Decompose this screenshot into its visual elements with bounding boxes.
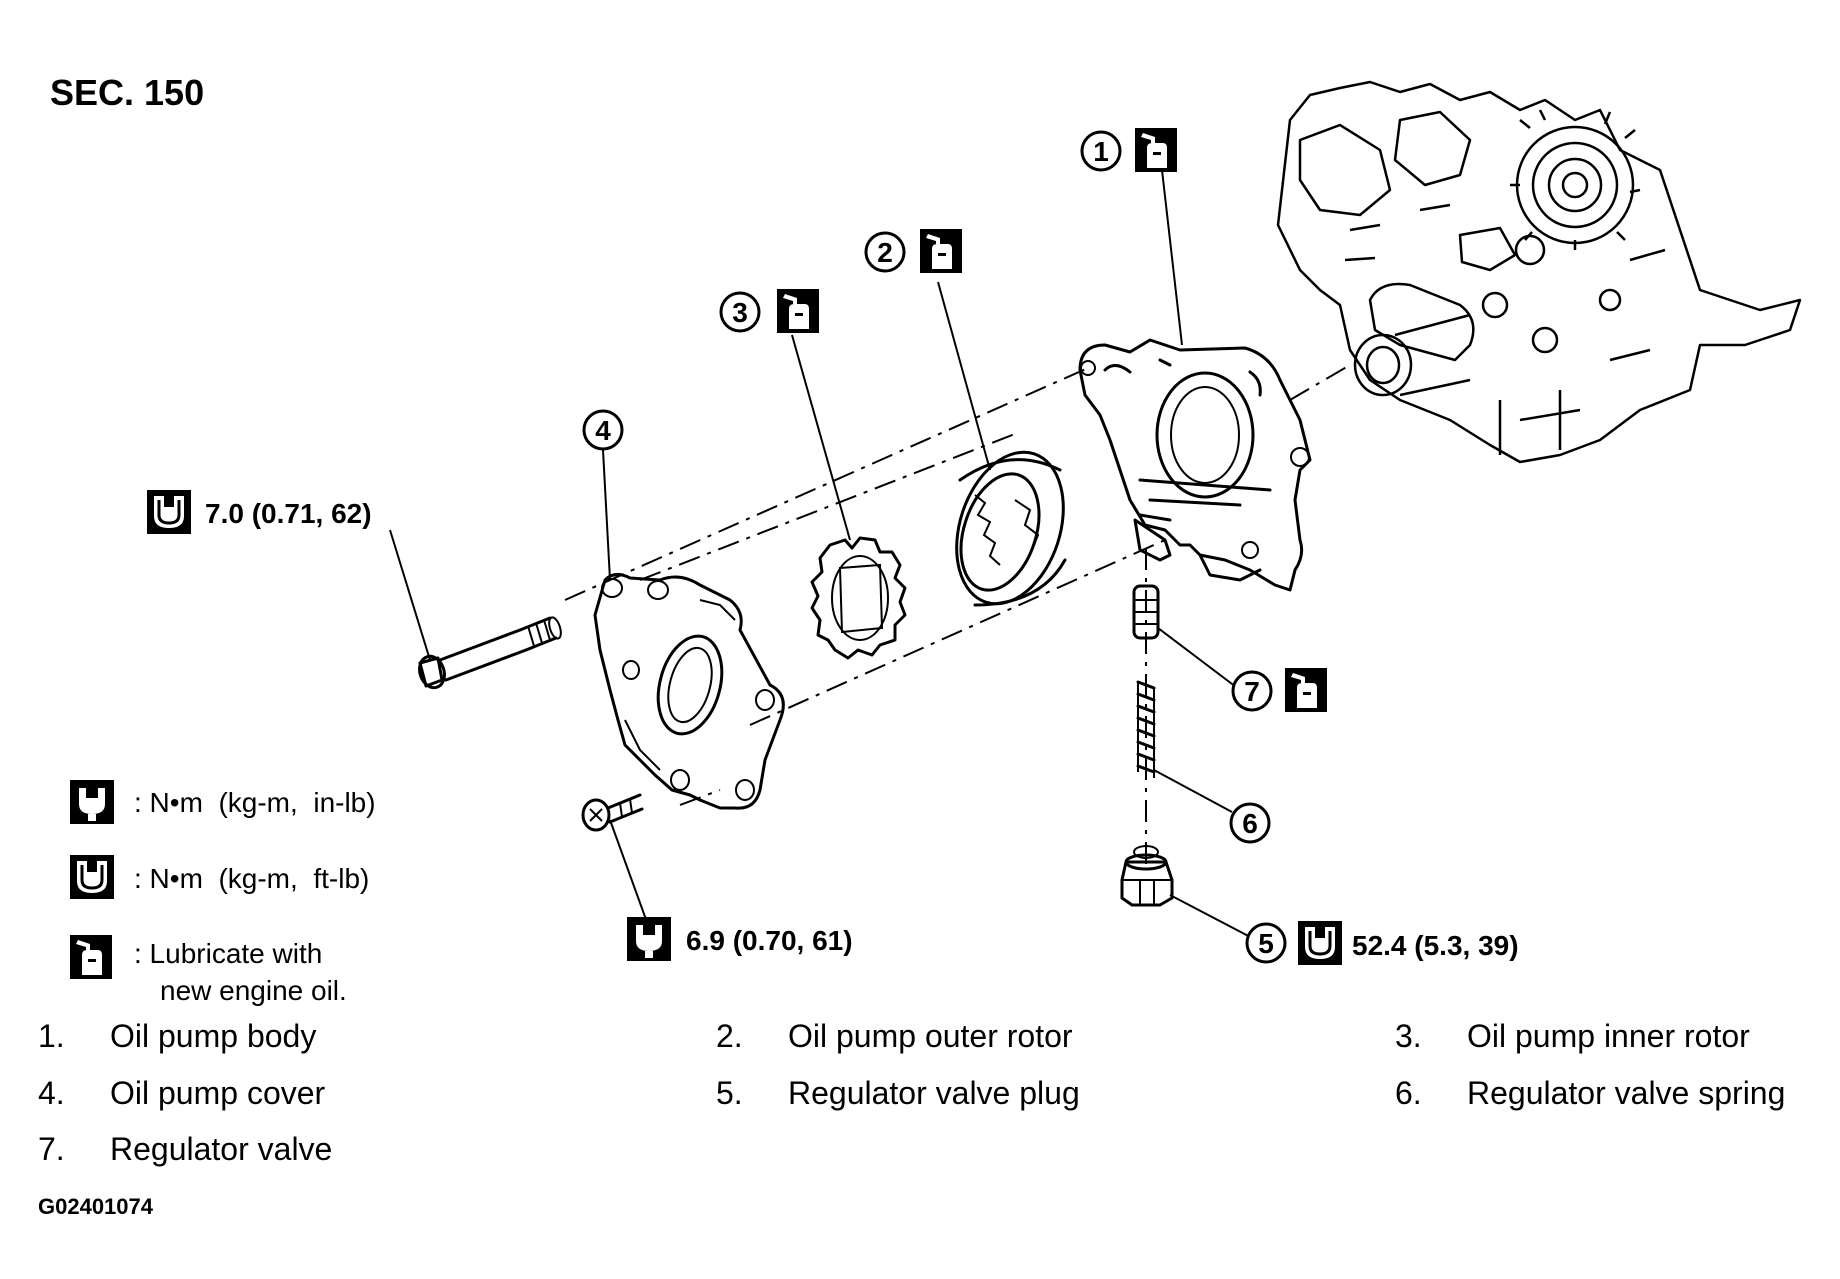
oil-pump-outer-rotor — [955, 450, 1067, 607]
regulator-valve-plug — [1120, 845, 1174, 907]
list-item: 6. Regulator valve spring — [1395, 1075, 1785, 1111]
part-number: 6. — [1395, 1075, 1422, 1111]
legend: : N•m (kg-m, in-lb) : N•m (kg-m, ft-lb) … — [68, 780, 376, 1006]
list-item: 5. Regulator valve plug — [716, 1075, 1080, 1111]
part-name: Oil pump cover — [110, 1075, 326, 1111]
list-item: 4. Oil pump cover — [38, 1075, 326, 1111]
callout-3: 3 — [719, 291, 761, 333]
oil-pump-cover — [593, 573, 785, 810]
part-name: Oil pump body — [110, 1018, 316, 1054]
callout-3-lube-icon — [777, 289, 819, 333]
callout-1-number: 1 — [1093, 136, 1109, 167]
callout-2-lube-icon — [920, 229, 962, 273]
legend-lube-icon — [70, 935, 112, 979]
part-number: 4. — [38, 1075, 65, 1111]
part-name: Regulator valve spring — [1467, 1075, 1785, 1111]
part-number: 1. — [38, 1018, 65, 1054]
bolt-torque-icon — [145, 488, 193, 536]
screw-torque-value: 6.9 (0.70, 61) — [686, 925, 853, 956]
legend-in-lb-torque-icon — [70, 780, 114, 824]
legend-lube-line1: : Lubricate with — [134, 938, 322, 969]
part-name: Oil pump outer rotor — [788, 1018, 1073, 1054]
callout-2: 2 — [864, 231, 906, 273]
oil-pump-body — [1078, 338, 1312, 592]
callout-5: 5 — [1245, 922, 1287, 964]
callout-7-lube-icon — [1285, 668, 1327, 712]
list-item: 3. Oil pump inner rotor — [1395, 1018, 1750, 1054]
cover-screw — [581, 793, 644, 832]
regulator-valve — [1132, 584, 1160, 640]
legend-lube-line2: new engine oil. — [160, 975, 347, 1006]
screw-torque-icon — [627, 917, 671, 961]
list-item: 7. Regulator valve — [38, 1131, 332, 1167]
legend-in-lb-text: : N•m (kg-m, in-lb) — [134, 787, 376, 818]
legend-ft-lb-torque-icon — [68, 853, 116, 901]
section-title: SEC. 150 — [50, 72, 204, 113]
callout-7-number: 7 — [1244, 676, 1260, 707]
list-item: 1. Oil pump body — [38, 1018, 316, 1054]
part-name: Regulator valve plug — [788, 1075, 1080, 1111]
regulator-valve-spring — [1136, 680, 1156, 778]
part-name: Regulator valve — [110, 1131, 332, 1167]
figure-id: G02401074 — [38, 1194, 154, 1219]
plug-torque-icon — [1296, 919, 1344, 967]
leader-lines — [389, 169, 1257, 941]
callout-7: 7 — [1231, 670, 1273, 712]
engine-block-illustration — [1276, 80, 1802, 464]
callout-6: 6 — [1229, 802, 1271, 844]
part-number: 5. — [716, 1075, 743, 1111]
legend-ft-lb-text: : N•m (kg-m, ft-lb) — [134, 863, 369, 894]
bolt-torque-value: 7.0 (0.71, 62) — [205, 498, 372, 529]
list-item: 2. Oil pump outer rotor — [716, 1018, 1073, 1054]
part-number: 2. — [716, 1018, 743, 1054]
callout-6-number: 6 — [1242, 808, 1258, 839]
oil-pump-inner-rotor — [810, 536, 907, 660]
callout-4-number: 4 — [595, 415, 611, 446]
part-number: 7. — [38, 1131, 65, 1167]
callout-2-number: 2 — [877, 237, 893, 268]
parts-list: 1. Oil pump body 2. Oil pump outer rotor… — [38, 1018, 1785, 1167]
callout-1: 1 — [1080, 130, 1122, 172]
part-name: Oil pump inner rotor — [1467, 1018, 1750, 1054]
callout-5-number: 5 — [1258, 928, 1274, 959]
cover-bolt — [418, 616, 562, 690]
plug-torque-value: 52.4 (5.3, 39) — [1352, 930, 1519, 961]
callout-1-lube-icon — [1135, 128, 1177, 172]
part-number: 3. — [1395, 1018, 1422, 1054]
callout-3-number: 3 — [732, 297, 748, 328]
callout-4: 4 — [582, 409, 624, 451]
